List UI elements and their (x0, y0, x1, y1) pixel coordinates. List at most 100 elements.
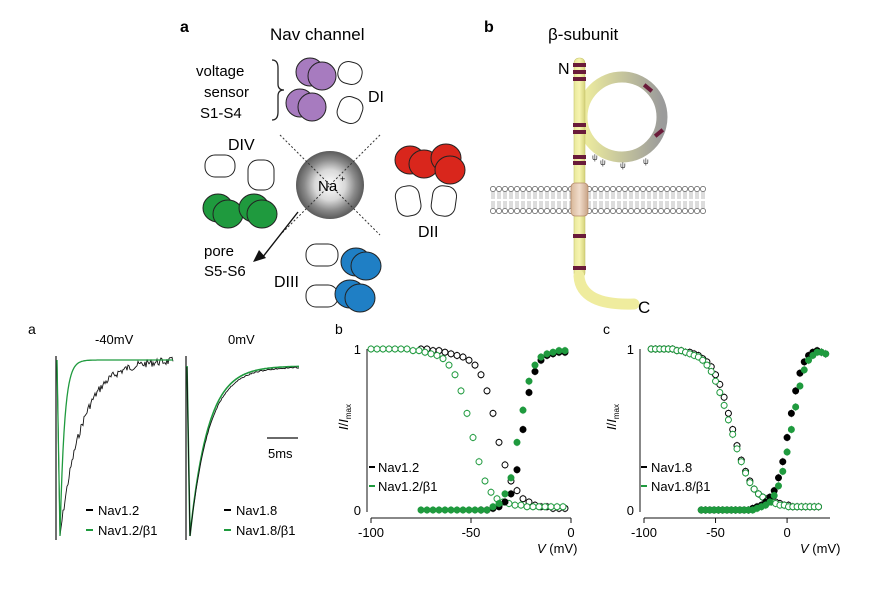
lipid-head (610, 186, 616, 192)
data-point (385, 345, 393, 353)
data-point (547, 503, 555, 511)
data-point (397, 345, 405, 353)
data-point (822, 350, 830, 358)
data-point (796, 382, 804, 390)
data-point (779, 467, 787, 475)
data-point (559, 503, 567, 511)
data-point (555, 347, 563, 355)
data-point (537, 353, 545, 361)
data-point (429, 506, 437, 514)
data-point (471, 506, 479, 514)
lipid-head (490, 186, 496, 192)
lipid-head (496, 186, 502, 192)
data-point (433, 351, 441, 359)
domain-DIV: DIV (202, 137, 278, 229)
data-point (724, 416, 732, 424)
pore-label-2: S5-S6 (204, 263, 246, 280)
lipid-head (616, 208, 622, 214)
data-point (703, 361, 711, 369)
data-point (501, 498, 509, 506)
data-point (511, 501, 519, 509)
data-point (543, 350, 551, 358)
x-tick-label: 0 (783, 525, 790, 540)
svg-text:ψ: ψ (592, 153, 598, 162)
lipid-head (652, 208, 658, 214)
x-tick-label: -50 (706, 525, 725, 540)
data-point (746, 479, 754, 487)
data-point (729, 430, 737, 438)
data-point (529, 503, 537, 511)
data-point (774, 482, 782, 490)
data-point (523, 503, 531, 511)
lipid-head (508, 186, 514, 192)
data-point (766, 498, 774, 506)
data-point (465, 506, 473, 514)
lipid-head (538, 208, 544, 214)
data-point (549, 348, 557, 356)
data-point (553, 503, 561, 511)
data-point (787, 409, 795, 417)
lipid-head (694, 208, 700, 214)
svg-text:ψ: ψ (620, 161, 626, 170)
lipid-head (658, 186, 664, 192)
lipid-head (502, 186, 508, 192)
data-point (525, 377, 533, 385)
panel-letter-b-top: b (484, 19, 494, 36)
x-tick-label: -50 (462, 525, 481, 540)
pore-label-1: pore (204, 243, 234, 260)
residue-bands (573, 63, 665, 270)
x-tick-label: -100 (358, 525, 384, 540)
chart-c-legend-1: Nav1.8 (651, 460, 692, 475)
trace-nav12b1 (56, 359, 173, 537)
chart-b-xlabel: V (mV) (537, 541, 577, 556)
panel-letter-b-bottom: b (335, 321, 343, 337)
data-point (519, 495, 527, 503)
data-point (699, 356, 707, 364)
data-point (367, 345, 375, 353)
lipid-head (604, 208, 610, 214)
panel-letter-a: a (180, 19, 189, 36)
y-tick-label: 1 (354, 342, 361, 357)
data-point (415, 347, 423, 355)
chart-b-legend-2: Nav1.2/β1 (378, 479, 438, 494)
lipid-head (598, 208, 604, 214)
y-tick-label: 0 (354, 503, 361, 518)
data-point (712, 377, 720, 385)
data-point (716, 388, 724, 396)
lipid-head (514, 208, 520, 214)
lipid-head (532, 186, 538, 192)
data-point (373, 345, 381, 353)
data-point (501, 490, 509, 498)
domain-label-DIV: DIV (228, 137, 255, 154)
domain-label-DI: DI (368, 89, 384, 106)
voltage-sensor-label-2: sensor (204, 84, 249, 101)
tm-segment (570, 182, 589, 217)
ion-superscript: + (340, 174, 345, 184)
lipid-head (646, 186, 652, 192)
data-point (513, 438, 521, 446)
data-point (495, 500, 503, 508)
lipid-head (520, 208, 526, 214)
lipid-head (526, 186, 532, 192)
lipid-head (664, 186, 670, 192)
data-point (445, 361, 453, 369)
data-point (787, 426, 795, 433)
trace-nav18 (186, 366, 300, 537)
lipid-head (676, 186, 682, 192)
data-point (720, 393, 728, 401)
data-point (447, 506, 455, 514)
legend-nav18b1: Nav1.8/β1 (236, 523, 296, 538)
data-point (783, 434, 791, 442)
lipid-head (538, 186, 544, 192)
voltage-sensor-brace (271, 59, 285, 121)
data-point (513, 487, 521, 495)
legend-nav18: Nav1.8 (236, 503, 277, 518)
y-tick-label: 0 (627, 503, 634, 518)
panel-a-bottom: a -40mV 0mV 5ms Nav1.2 Nav1.2/β1 Nav1.8 … (28, 321, 300, 540)
data-point (423, 506, 431, 514)
trace-title-minus40: -40mV (95, 332, 134, 347)
